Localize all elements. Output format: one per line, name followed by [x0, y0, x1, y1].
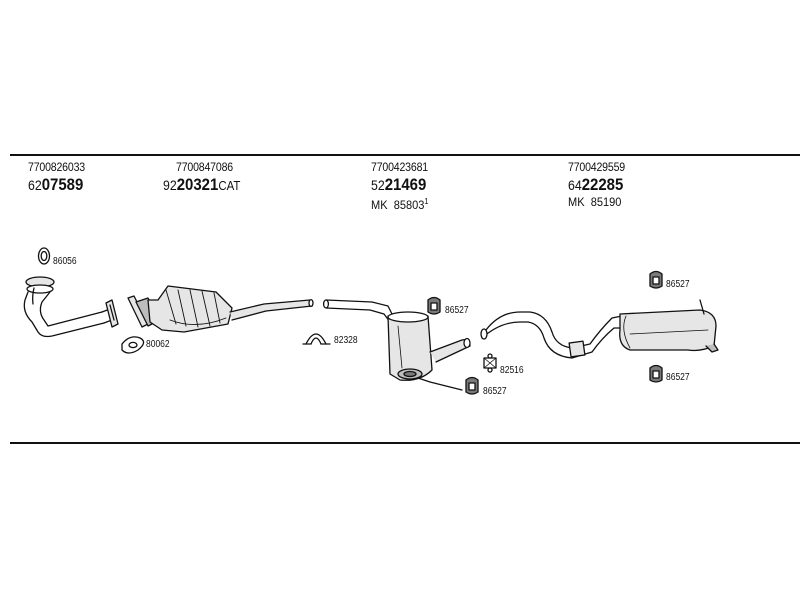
label-gasket-front: 80062: [146, 339, 170, 350]
mk-number: 85803: [393, 198, 425, 212]
ref-number-rear-silencer: 7700429559: [568, 160, 625, 174]
label-mount-mid-top: 86527: [445, 305, 469, 316]
catalytic-converter-part[interactable]: [127, 285, 314, 333]
ref-number-middle-silencer: 7700423681: [371, 160, 428, 174]
rubber-mount-icon[interactable]: [465, 376, 479, 395]
part-code-front-pipe: 6207589: [28, 175, 83, 196]
clamp-82328-icon[interactable]: [302, 333, 331, 345]
code-prefix: 64: [568, 177, 582, 193]
label-hanger-rubber: 82516: [500, 365, 524, 376]
rubber-mount-icon[interactable]: [649, 270, 663, 289]
top-rule: [10, 154, 800, 156]
rubber-mount-icon[interactable]: [427, 296, 441, 315]
mk-number-middle-silencer: MK 858031: [371, 195, 429, 212]
mk-number: 85190: [590, 195, 622, 209]
front-downpipe-part[interactable]: [23, 276, 119, 338]
bottom-rule: [10, 442, 800, 444]
code-prefix: 62: [28, 177, 42, 193]
code-prefix: 92: [163, 177, 177, 193]
label-gasket-top: 86056: [53, 256, 77, 267]
mk-superscript: 1: [424, 197, 429, 206]
part-code-rear-silencer: 6422285: [568, 175, 623, 196]
ref-number-catalyst: 7700847086: [176, 160, 233, 174]
hanger-rubber-icon[interactable]: [483, 353, 497, 373]
mk-prefix: MK: [568, 195, 585, 209]
mk-number-rear-silencer: MK 85190: [568, 195, 621, 209]
label-mount-mid-bottom: 86527: [483, 386, 507, 397]
label-mount-rear-top: 86527: [666, 279, 690, 290]
code-main: 22285: [581, 175, 624, 194]
middle-silencer-part[interactable]: [322, 299, 471, 391]
part-code-catalyst: 9220321CAT: [163, 175, 240, 196]
rubber-mount-icon[interactable]: [649, 364, 663, 383]
rear-silencer-part[interactable]: [480, 299, 719, 359]
gasket-80062-icon[interactable]: [121, 336, 145, 354]
gasket-86056-icon[interactable]: [37, 247, 51, 265]
code-main: 20321: [176, 175, 219, 194]
code-prefix: 52: [371, 177, 385, 193]
label-clamp: 82328: [334, 335, 358, 346]
part-code-middle-silencer: 5221469: [371, 175, 426, 196]
label-mount-rear-bottom: 86527: [666, 372, 690, 383]
mk-prefix: MK: [371, 198, 388, 212]
ref-number-front-pipe: 7700826033: [28, 160, 85, 174]
code-main: 21469: [384, 175, 427, 194]
code-main: 07589: [41, 175, 84, 194]
code-suffix: CAT: [218, 178, 241, 193]
